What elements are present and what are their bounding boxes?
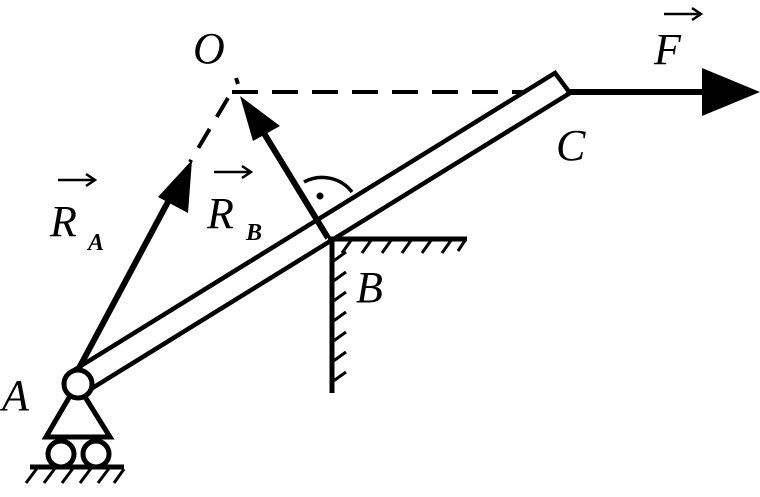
dashed-line-AO — [188, 96, 230, 164]
label-RA: R — [49, 197, 77, 246]
label-C: C — [556, 121, 586, 170]
label-RB: R — [206, 189, 234, 238]
vector-arrow-F — [664, 6, 704, 22]
pin-support-A — [24, 367, 126, 484]
label-RB-subscript: B — [245, 220, 262, 246]
force-arrow-RB — [240, 96, 331, 240]
right-angle-dot — [316, 192, 324, 200]
bar-AC — [67, 70, 574, 395]
label-A: A — [0, 371, 30, 420]
right-angle-arc — [303, 175, 354, 194]
dashed-tick-O — [234, 77, 240, 85]
label-O: O — [193, 24, 225, 73]
vector-arrow-RB — [214, 164, 254, 180]
force-arrow-RA — [75, 160, 192, 372]
force-arrow-F — [566, 68, 760, 116]
label-B: B — [356, 263, 383, 312]
label-RA-subscript: A — [86, 230, 104, 256]
support-surface-B — [328, 236, 468, 393]
label-F: F — [653, 25, 682, 74]
vector-arrow-RA — [58, 172, 98, 188]
